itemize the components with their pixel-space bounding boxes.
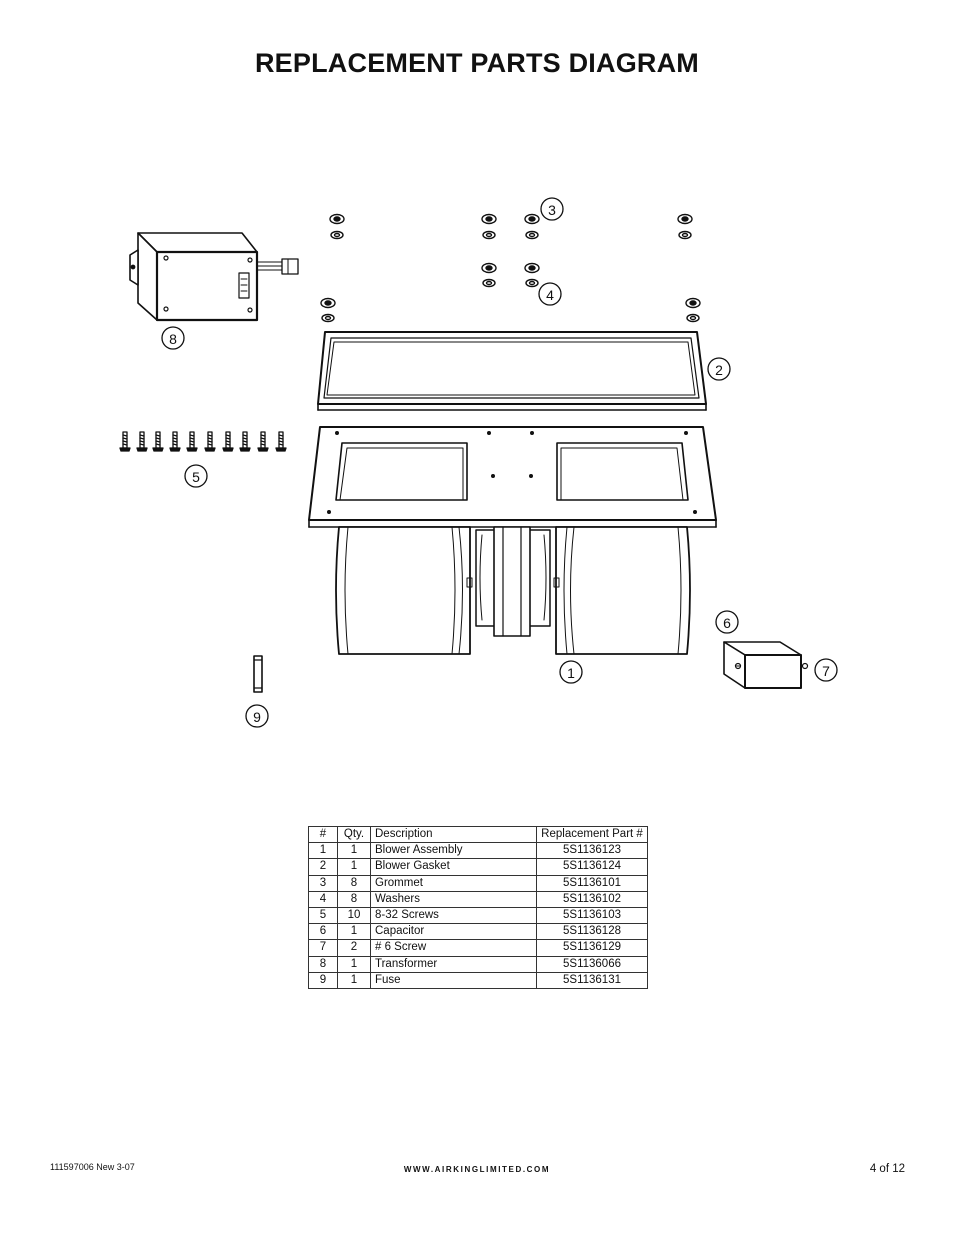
- page-number: 4 of 12: [869, 1163, 905, 1175]
- cell-number: 3: [308, 874, 338, 892]
- table-row: 6 1 Capacitor 5S1136128: [308, 923, 648, 941]
- cell-number: 4: [308, 890, 338, 908]
- cell-number: 1: [308, 842, 338, 860]
- cell-description: Washers: [370, 890, 537, 908]
- callout-9-circle: [245, 704, 269, 728]
- table-row: 1 1 Blower Assembly 5S1136123: [308, 842, 648, 860]
- callout-2-label: 2: [715, 362, 723, 378]
- callout-5-label: 5: [192, 469, 200, 485]
- grommets-and-washers: [320, 213, 701, 323]
- cell-part-number: 5S1136101: [536, 874, 648, 892]
- cell-part-number: 5S1136066: [536, 955, 648, 973]
- capacitor-part: [723, 641, 809, 689]
- cell-number: 5: [308, 906, 338, 925]
- cell-description: Blower Assembly: [370, 842, 537, 860]
- cell-part-number: 5S1136129: [536, 939, 648, 957]
- callout-1-label: 1: [567, 665, 575, 681]
- website-url: WWW.AIRKINGLIMITED.COM: [403, 1165, 551, 1174]
- blower-gasket-part: [317, 331, 707, 411]
- cell-description: Capacitor: [370, 923, 537, 941]
- cell-qty: 1: [337, 858, 371, 876]
- callout-9-label: 9: [253, 709, 261, 725]
- callout-2-circle: [707, 357, 731, 381]
- cell-part-number: 5S1136124: [536, 858, 648, 876]
- cell-description: # 6 Screw: [370, 939, 537, 957]
- callout-6-circle: [715, 610, 739, 634]
- column-header-description: Description: [370, 825, 537, 844]
- callout-4-circle: [538, 282, 562, 306]
- parts-diagram: 1 2 3 4 5 6 7 8 9: [119, 197, 838, 728]
- callout-4-label: 4: [546, 287, 554, 303]
- cell-number: 6: [308, 923, 338, 941]
- transformer-part: [129, 232, 299, 322]
- column-header-part-number: Replacement Part #: [536, 825, 648, 844]
- table-row: 3 8 Grommet 5S1136101: [308, 874, 648, 892]
- cell-qty: 1: [337, 842, 371, 860]
- cell-qty: 10: [337, 906, 371, 925]
- table-row: 5 10 8-32 Screws 5S1136103: [308, 906, 648, 925]
- table-row: 8 1 Transformer 5S1136066: [308, 955, 648, 973]
- table-header-row: # Qty. Description Replacement Part #: [308, 825, 648, 844]
- cell-qty: 8: [337, 890, 371, 908]
- fuse-part: [253, 655, 263, 693]
- callout-3-circle: [540, 197, 564, 221]
- parts-table: # Qty. Description Replacement Part # 1 …: [308, 825, 648, 989]
- cell-part-number: 5S1136103: [536, 906, 648, 925]
- cell-qty: 1: [337, 971, 371, 989]
- column-header-number: #: [308, 825, 338, 844]
- callout-7-label: 7: [822, 663, 830, 679]
- cell-qty: 1: [337, 955, 371, 973]
- cell-qty: 2: [337, 939, 371, 957]
- callout-8-label: 8: [169, 331, 177, 347]
- table-row: 7 2 # 6 Screw 5S1136129: [308, 939, 648, 957]
- cell-number: 7: [308, 939, 338, 957]
- column-header-qty: Qty.: [337, 825, 371, 844]
- cell-number: 9: [308, 971, 338, 989]
- table-row: 4 8 Washers 5S1136102: [308, 890, 648, 908]
- callout-5-circle: [184, 464, 208, 488]
- callout-7-circle: [814, 658, 838, 682]
- cell-description: 8-32 Screws: [370, 906, 537, 925]
- cell-description: Blower Gasket: [370, 858, 537, 876]
- page-title: REPLACEMENT PARTS DIAGRAM: [254, 48, 699, 78]
- document-number: 111597006 New 3-07: [50, 1162, 135, 1172]
- cell-part-number: 5S1136102: [536, 890, 648, 908]
- cell-part-number: 5S1136128: [536, 923, 648, 941]
- callout-8-circle: [161, 326, 185, 350]
- cell-qty: 8: [337, 874, 371, 892]
- cell-number: 2: [308, 858, 338, 876]
- cell-description: Fuse: [370, 971, 537, 989]
- callout-1-circle: [559, 660, 583, 684]
- callout-3-label: 3: [548, 202, 556, 218]
- cell-qty: 1: [337, 923, 371, 941]
- table-row: 9 1 Fuse 5S1136131: [308, 971, 648, 989]
- callout-6-label: 6: [723, 615, 731, 631]
- cell-number: 8: [308, 955, 338, 973]
- blower-assembly-part: [308, 426, 717, 655]
- table-row: 2 1 Blower Gasket 5S1136124: [308, 858, 648, 876]
- cell-part-number: 5S1136131: [536, 971, 648, 989]
- cell-part-number: 5S1136123: [536, 842, 648, 860]
- screws-part: [119, 431, 287, 452]
- cell-description: Grommet: [370, 874, 537, 892]
- cell-description: Transformer: [370, 955, 537, 973]
